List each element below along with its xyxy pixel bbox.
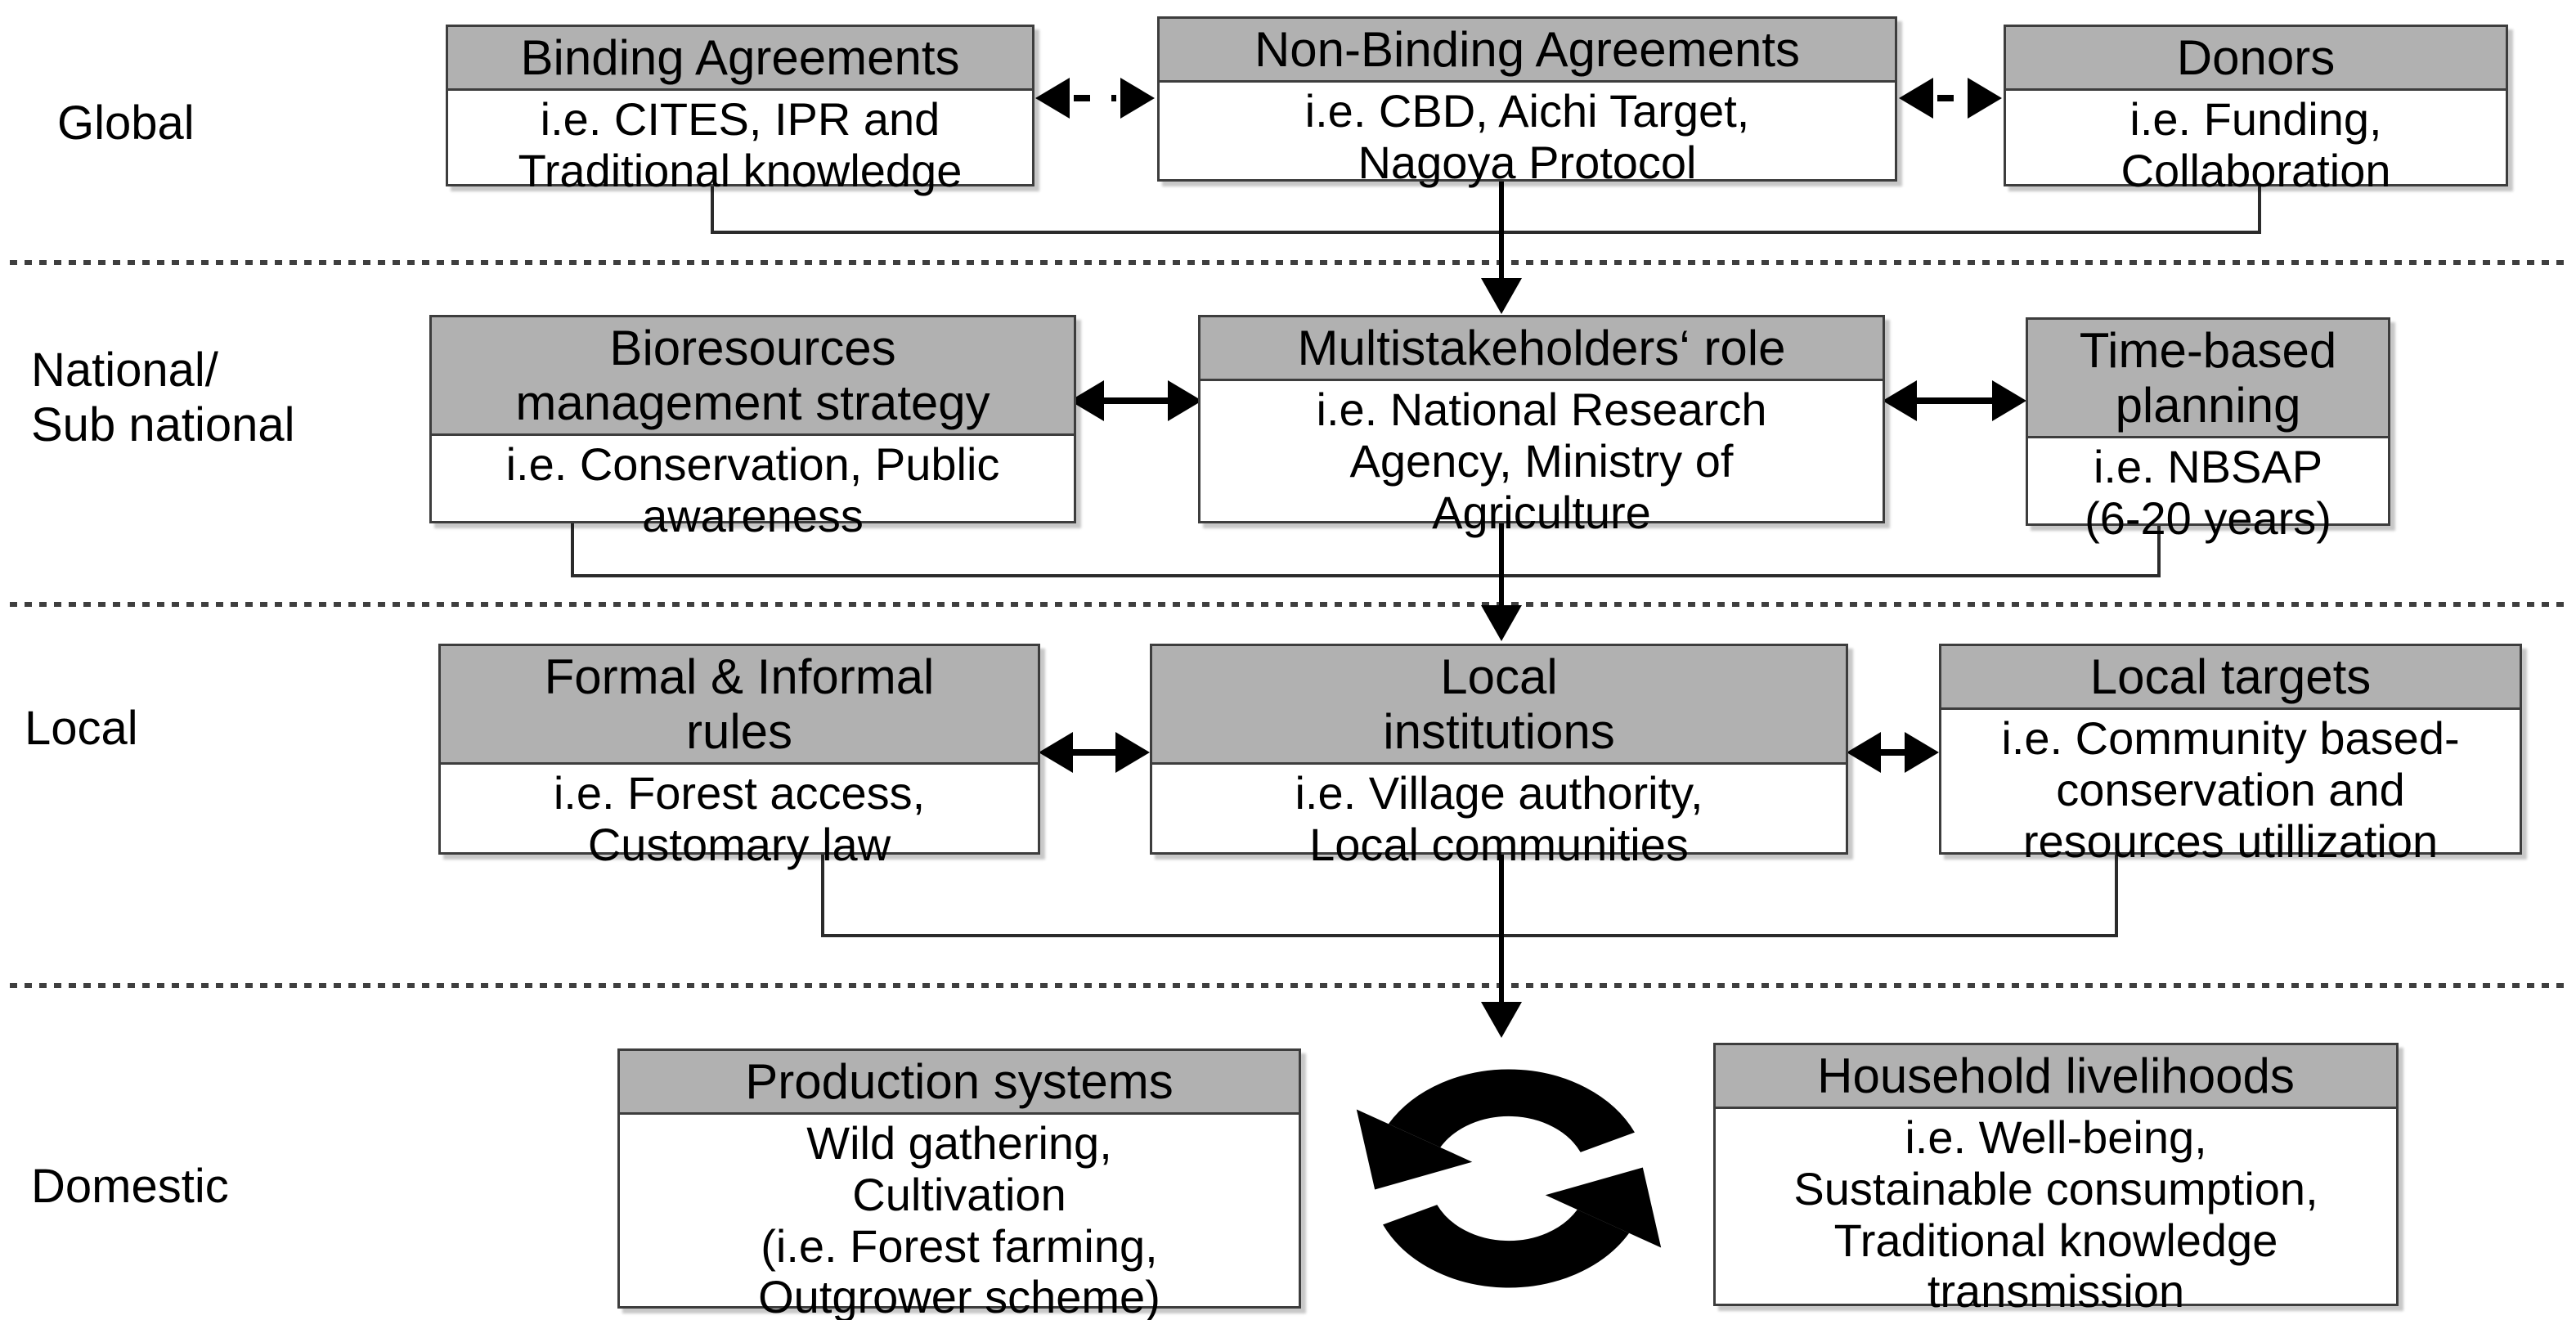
arrowhead-left-icon	[1847, 732, 1881, 773]
box-binding-agreements: Binding Agreements i.e. CITES, IPR and T…	[446, 25, 1034, 196]
box-header: Local institutions	[1152, 646, 1846, 766]
solid-line	[1917, 397, 1992, 404]
box-nonbinding-agreements: Non-Binding Agreements i.e. CBD, Aichi T…	[1157, 16, 1897, 188]
double-arrow-localinstitutions-localtargets	[1847, 730, 1939, 775]
arrowhead-right-icon	[1168, 380, 1202, 421]
box-header: Local targets	[1941, 646, 2520, 711]
box-formal-informal-rules: Formal & Informal rules i.e. Forest acce…	[438, 644, 1040, 870]
solid-line	[1104, 397, 1168, 404]
box-body: i.e. Funding, Collaboration	[2120, 93, 2391, 196]
connector-line	[821, 855, 824, 937]
box-production-systems: Production systems Wild gathering, Culti…	[617, 1048, 1301, 1320]
connector-line	[2157, 526, 2161, 577]
level-label-national: National/ Sub national	[31, 343, 295, 451]
level-label-domestic: Domestic	[31, 1160, 229, 1213]
arrowhead-right-icon	[1905, 732, 1939, 773]
box-bioresources-management-strategy: Bioresources management strategy i.e. Co…	[429, 315, 1076, 541]
down-arrow-global-to-national	[1499, 182, 1504, 278]
box-body: i.e. Well-being, Sustainable consumption…	[1793, 1111, 2318, 1318]
solid-line	[1073, 749, 1115, 756]
dashed-separator-national-local	[10, 602, 2566, 607]
arrowhead-right-icon	[1115, 732, 1150, 773]
dashed-separator-global-national	[10, 260, 2566, 265]
double-arrow-formal-localinstitutions	[1039, 730, 1150, 775]
arrowhead-left-icon	[1883, 380, 1917, 421]
box-header: Multistakeholders‘ role	[1200, 317, 1883, 382]
box-header: Time-based planning	[2028, 320, 2388, 439]
arrowhead-left-icon	[1035, 78, 1070, 119]
box-header: Non-Binding Agreements	[1160, 19, 1895, 83]
dashed-double-arrow-binding-nonbinding	[1035, 75, 1155, 121]
box-header: Bioresources management strategy	[432, 317, 1074, 437]
box-header: Donors	[2006, 27, 2506, 92]
connector-line	[821, 934, 2118, 937]
connector-line	[2258, 186, 2261, 234]
box-header: Household livelihoods	[1716, 1045, 2396, 1110]
arrowhead-left-icon	[1039, 732, 1073, 773]
down-arrow-local-to-domestic	[1499, 855, 1504, 1002]
connector-line	[571, 574, 2161, 577]
box-timebased-planning: Time-based planning i.e. NBSAP (6-20 yea…	[2026, 317, 2390, 544]
connector-line	[711, 186, 714, 234]
box-header: Binding Agreements	[448, 27, 1032, 92]
box-body: i.e. CBD, Aichi Target, Nagoya Protocol	[1304, 85, 1750, 188]
box-household-livelihoods: Household livelihoods i.e. Well-being, S…	[1713, 1043, 2399, 1317]
box-body: i.e. Conservation, Public awareness	[505, 438, 1000, 542]
solid-line	[1881, 749, 1905, 756]
box-local-targets: Local targets i.e. Community based- cons…	[1939, 644, 2522, 867]
box-body: i.e. NBSAP (6-20 years)	[2085, 441, 2331, 545]
double-arrow-bioresources-multistakeholders	[1070, 378, 1202, 424]
arrowhead-left-icon	[1899, 78, 1933, 119]
box-body: i.e. Forest access, Customary law	[553, 767, 926, 871]
double-arrow-multistakeholders-timebased	[1883, 378, 2026, 424]
connector-line	[711, 231, 2261, 234]
box-header: Formal & Informal rules	[441, 646, 1038, 766]
dashed-separator-local-domestic	[10, 983, 2566, 988]
level-label-global: Global	[57, 97, 195, 150]
dashed-line	[1937, 95, 1963, 101]
dashed-double-arrow-nonbinding-donors	[1899, 75, 2002, 121]
arrowhead-right-icon	[1992, 380, 2026, 421]
arrowhead-right-icon	[1968, 78, 2002, 119]
connector-line	[571, 523, 574, 577]
box-body: i.e. Village authority, Local communitie…	[1295, 767, 1703, 871]
box-header: Production systems	[620, 1051, 1299, 1116]
box-body: i.e. CITES, IPR and Traditional knowledg…	[518, 93, 963, 196]
connector-line	[2115, 855, 2118, 937]
box-body: i.e. Community based- conservation and r…	[2001, 712, 2460, 867]
box-donors: Donors i.e. Funding, Collaboration	[2004, 25, 2508, 196]
arrowhead-right-icon	[1120, 78, 1155, 119]
down-arrow-national-to-local	[1499, 523, 1504, 605]
box-local-institutions: Local institutions i.e. Village authorit…	[1150, 644, 1848, 870]
dashed-line	[1074, 95, 1116, 101]
cycle-arrows-icon	[1333, 1040, 1685, 1317]
level-label-local: Local	[25, 702, 138, 755]
box-multistakeholders-role: Multistakeholders‘ role i.e. National Re…	[1198, 315, 1885, 538]
box-body: i.e. National Research Agency, Ministry …	[1316, 384, 1767, 538]
box-body: Wild gathering, Cultivation (i.e. Forest…	[758, 1117, 1160, 1320]
